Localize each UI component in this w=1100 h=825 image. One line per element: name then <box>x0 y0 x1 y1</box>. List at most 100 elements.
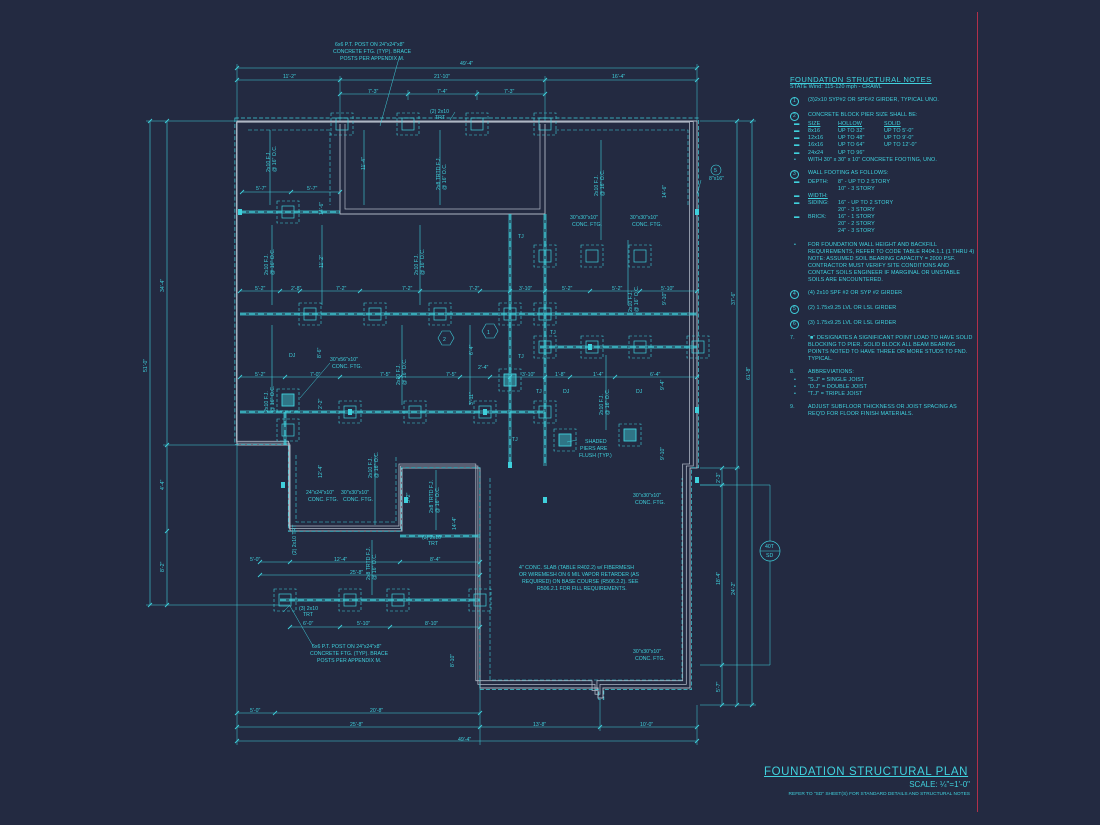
shaded-piers-note: SHADED <box>585 439 607 445</box>
note-number: 3 <box>790 169 799 179</box>
label: DEPTH: <box>808 178 829 185</box>
dimension-tick <box>387 624 393 630</box>
pier-footing-note: •WITH 30" x 30" x 10" CONCRETE FOOTING, … <box>794 156 937 163</box>
abbreviation: •"T.J" = TRIPLE JOIST <box>794 390 863 397</box>
girder-label: TRT <box>435 115 446 121</box>
note-number: 6 <box>790 320 799 330</box>
concrete-block-pier <box>473 593 487 607</box>
abbreviation: •"D.J" = DOUBLE JOIST <box>794 383 867 390</box>
note-number: 2 <box>790 112 799 122</box>
dim-label: 3'-11" <box>469 392 475 405</box>
shaded-flush-pier <box>281 393 295 407</box>
foundation-structural-notes: FOUNDATION STRUCTURAL NOTES STATE Wind: … <box>790 76 975 418</box>
dim-label: 5'-2" <box>562 286 572 292</box>
table-cell: UP TO 64" <box>838 142 865 149</box>
table-cell: UP TO 5'-0" <box>884 128 914 135</box>
note-number: 4 <box>790 290 799 300</box>
triple-joist-label: TJ <box>550 330 556 336</box>
joist-label: @ 16" O.C. <box>270 249 276 275</box>
shaded-flush-pier <box>558 433 572 447</box>
dimension-tick <box>337 189 343 195</box>
value: 16" - 1 STORY <box>838 214 875 221</box>
concrete-block-pier <box>343 593 357 607</box>
point-load-marker <box>281 482 285 488</box>
dimension-tick <box>287 624 293 630</box>
value: 20" - 3 STORY <box>838 207 875 214</box>
concrete-block-pier <box>470 117 484 131</box>
girder-tag-1 <box>481 323 499 339</box>
reference-note: REFER TO "SD" SHEET(S) FOR STANDARD DETA… <box>788 792 970 797</box>
dim-label: 8'-4" <box>430 557 440 563</box>
concrete-pier-footing <box>338 588 362 612</box>
girder-label: (3) 2x10 <box>299 606 318 612</box>
leader-line <box>449 111 456 121</box>
dim-label: 16'-4" <box>612 74 625 80</box>
dim-label: 34'-4" <box>160 279 166 292</box>
concrete-pier-footing <box>276 200 300 224</box>
triple-joist-label: TJ <box>512 437 518 443</box>
dim-label: 7'-2" <box>336 286 346 292</box>
dimension-tick <box>257 559 263 565</box>
dimension-tick <box>237 288 243 294</box>
dimension-tick <box>507 288 513 294</box>
dim-label: 7'-3" <box>504 89 514 95</box>
girder-tag-5 <box>710 164 722 176</box>
girder-label: (3) 2x10 <box>422 535 441 541</box>
joist-label: 2x10 F.J. <box>414 254 420 275</box>
concrete-pier-footing <box>473 400 497 424</box>
point-load-marker <box>695 209 699 215</box>
footing-label: 30"x30"x10" <box>341 490 369 496</box>
concrete-block-pier <box>408 405 422 419</box>
concrete-pier-footing <box>618 423 642 447</box>
post-callout-top-line1: 6x6 P.T. POST ON 24"x24"x8" <box>335 42 405 48</box>
triple-joist-label: TJ <box>518 354 524 360</box>
dim-label: 6'-0" <box>303 621 313 627</box>
concrete-pier-footing <box>533 400 557 424</box>
note-text: (4) 2x10 SPF #2 OR SYP #2 GIRDER <box>808 290 903 297</box>
abbreviation-text: "S.J" = SINGLE JOIST <box>808 376 865 383</box>
shaded-flush-pier <box>623 428 637 442</box>
dim-label: 5'-2" <box>255 372 265 378</box>
dimension-tick <box>542 374 548 380</box>
table-cell: UP TO 96" <box>838 149 865 156</box>
concrete-pier-footing <box>533 335 557 359</box>
dim-label: 5'-0" <box>250 708 260 714</box>
concrete-pier-footing <box>298 302 322 326</box>
footing-label: 24"x24"x10" <box>306 490 334 496</box>
footing-label: 30"x30"x10" <box>570 215 598 221</box>
dimension-tick <box>457 374 463 380</box>
dim-label: 14'-4" <box>452 517 458 530</box>
dim-label: 24'-2" <box>731 582 737 595</box>
concrete-block-pier <box>538 405 552 419</box>
dim-label: 14'-6" <box>662 185 668 198</box>
tag-5-label: 5 <box>714 168 717 174</box>
note-number: 9. <box>790 403 795 410</box>
dim-label: 8'-6" <box>317 348 323 358</box>
footing-label: CONC. FTG. <box>635 656 665 662</box>
concrete-pier-footing <box>628 244 652 268</box>
leader-line <box>696 179 702 196</box>
concrete-block-pier <box>391 593 405 607</box>
abbreviation: •"S.J" = SINGLE JOIST <box>794 376 865 383</box>
dimension-tick <box>477 288 483 294</box>
dimension-tick <box>297 288 303 294</box>
value: 10" - 3 STORY <box>838 185 875 192</box>
note-text: (2) 1.75x9.25 LVL OR LSL GIRDER <box>808 305 897 312</box>
post-callout-top-line3: POSTS PER APPENDIX M. <box>340 56 404 62</box>
concrete-block-pier <box>585 340 599 354</box>
dim-label: 2'-3" <box>716 473 722 483</box>
concrete-pier-footing <box>498 368 522 392</box>
dim-label: 3'-10" <box>522 372 535 378</box>
triple-joist-label: TJ <box>536 389 542 395</box>
dim-label: 7'-2" <box>469 286 479 292</box>
footing-label: 30"x30"x10" <box>630 215 658 221</box>
joist-label: @ 16" O.C. <box>372 554 378 580</box>
joist-label: @ 16" O.C. <box>402 359 408 385</box>
wall-note: •FOR FOUNDATION WALL HEIGHT AND BACKFILL… <box>794 241 975 283</box>
leader-line <box>299 362 331 399</box>
dim-label: 7'-2" <box>402 286 412 292</box>
